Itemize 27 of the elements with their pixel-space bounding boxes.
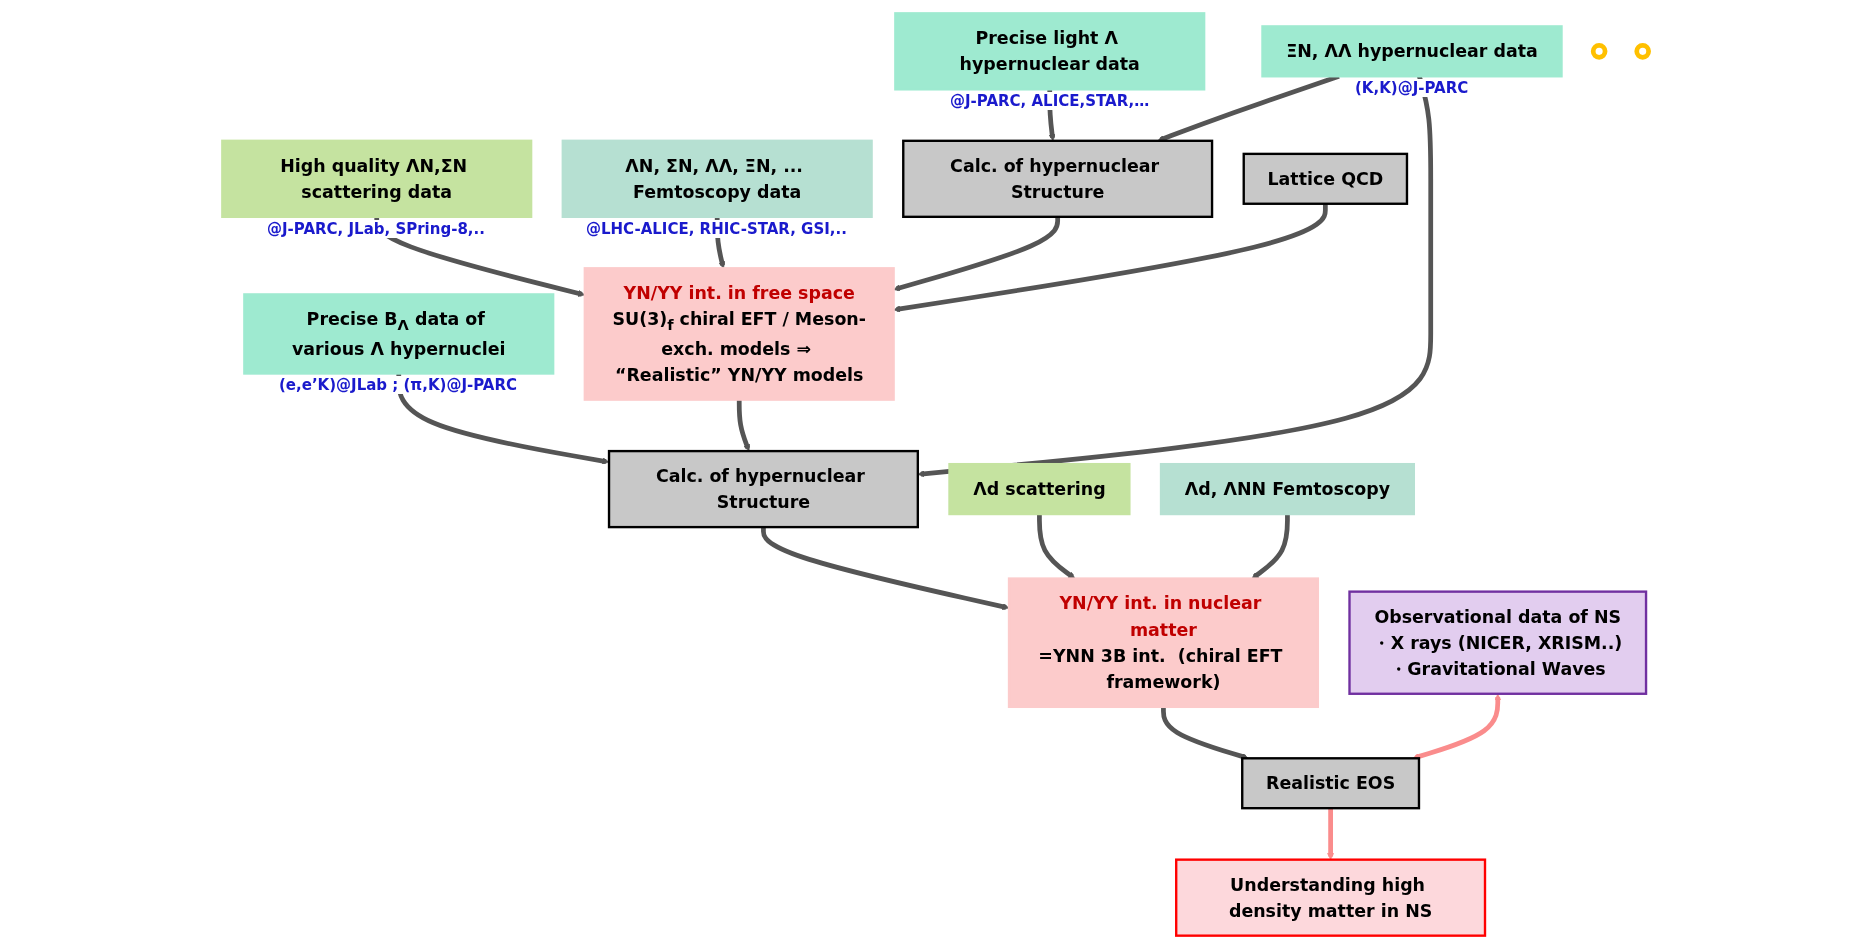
node-box: Λd scattering	[947, 462, 1131, 516]
node-circle	[1590, 43, 1607, 60]
arrow	[1251, 514, 1290, 579]
node-box: High quality ΛN,ΣN scattering data	[220, 139, 532, 218]
arrow	[1412, 693, 1501, 760]
arrow	[917, 75, 1433, 478]
node-circle	[1633, 43, 1651, 60]
arrow	[373, 216, 585, 297]
node-box: Precise B$_{Λ}$ data of various Λ hypernuclei	[242, 293, 554, 375]
node-box: ΛN, ΣN, ΛΛ, ΞN, ... Femtoscopy data	[561, 139, 873, 218]
node-box: Calc. of hypernuclear Structure	[607, 449, 919, 529]
arrow	[1326, 808, 1334, 860]
node-box: Realistic EOS	[1240, 757, 1420, 810]
node-box: Understanding high density matter in NS	[1174, 858, 1486, 937]
arrow	[1156, 74, 1340, 142]
arrow	[1160, 706, 1249, 760]
arrow	[1036, 514, 1075, 579]
node-box: Lattice QCD	[1242, 152, 1408, 205]
node-box: YN/YY int. in nuclear matter =YNN 3B int. (chiral EFT framework)	[1007, 577, 1319, 709]
arrow	[760, 527, 1009, 611]
node-box: YN/YY int. in free space SU(3)$_{f}$ chiral EFT / Meson-exch. models ⇒ “Realistic” YN/YY models	[583, 267, 895, 401]
node-box: ΞN, ΛΛ hypernuclear data	[1260, 25, 1563, 78]
node-box: Calc. of hypernuclear Structure	[901, 139, 1213, 218]
arrow	[736, 399, 750, 452]
node-box: Observational data of NS ・X rays (NICER, XRISM..) ・Gravitational Waves	[1347, 590, 1647, 695]
node-box: Λd, ΛNN Femtoscopy	[1159, 462, 1415, 516]
node-box: Precise light Λ hypernuclear data	[893, 12, 1205, 91]
